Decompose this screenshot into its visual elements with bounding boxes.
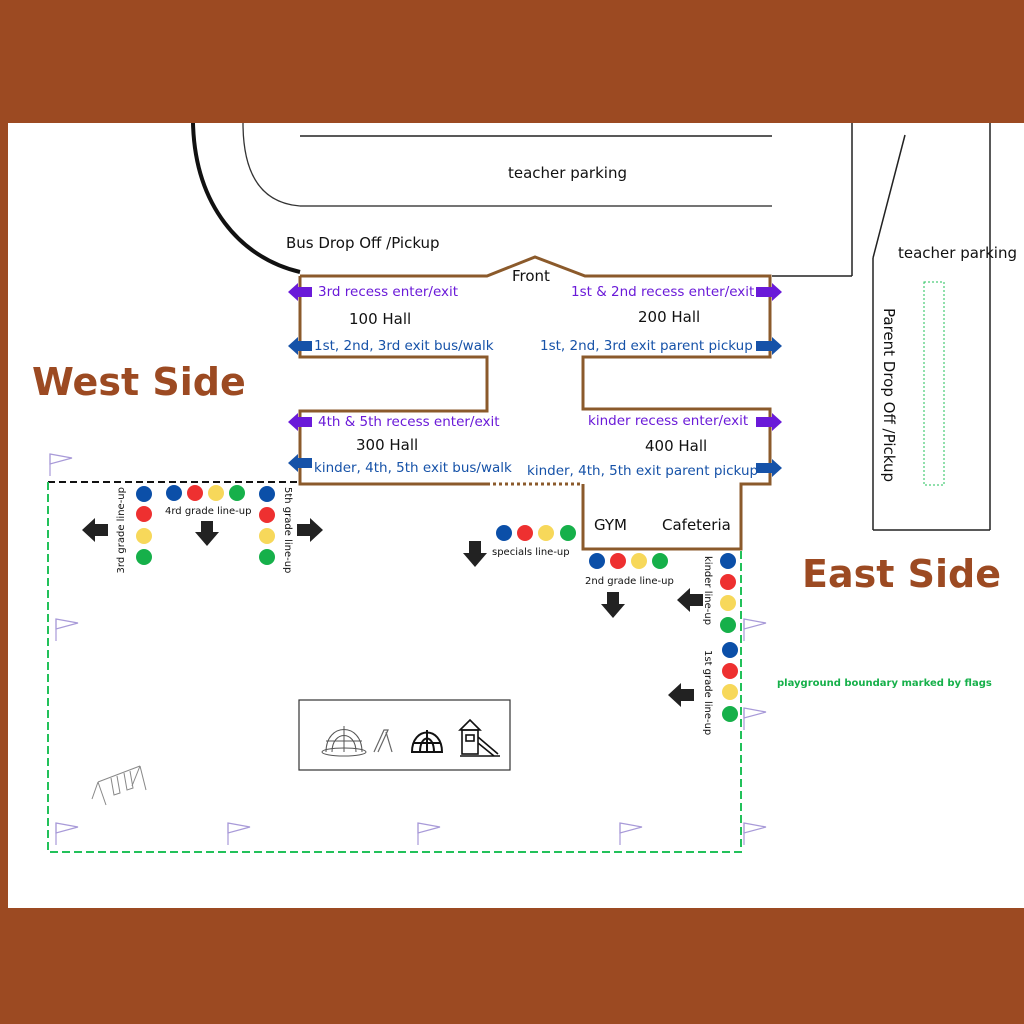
fourth-grade-lineup-label: 4rd grade line-up xyxy=(165,506,252,517)
playground-boundary xyxy=(47,482,742,853)
parent-drop-off-label: Parent Drop Off /Pickup xyxy=(880,308,898,482)
exit-parent-123-label: 1st, 2nd, 3rd exit parent pickup xyxy=(540,338,753,354)
exit-parent-k45-label: kinder, 4th, 5th exit parent pickup xyxy=(527,463,759,479)
right-arrow-icon xyxy=(756,459,782,477)
fifth-grade-dots xyxy=(259,486,275,565)
recess-4th-5th-label: 4th & 5th recess enter/exit xyxy=(318,414,500,430)
map-background xyxy=(8,123,1024,908)
building-outline-west xyxy=(298,276,489,486)
recess-3rd-label: 3rd recess enter/exit xyxy=(318,284,459,300)
left-arrow-icon xyxy=(288,454,312,472)
second-grade-lineup-label: 2nd grade line-up xyxy=(585,576,674,587)
specials-lineup-label: specials line-up xyxy=(492,547,570,558)
right-arrow-icon xyxy=(756,337,782,355)
down-arrow-icon xyxy=(463,541,487,567)
left-arrow-icon xyxy=(288,413,312,431)
left-arrow-icon xyxy=(668,683,694,707)
teacher-parking-label-right: teacher parking xyxy=(898,244,1017,262)
road-line-d xyxy=(872,134,906,259)
exit-bus-123-label: 1st, 2nd, 3rd exit bus/walk xyxy=(314,338,494,354)
first-grade-dots xyxy=(722,642,738,722)
hall-100-label: 100 Hall xyxy=(349,310,412,328)
specials-dots xyxy=(496,525,576,541)
gym-label: GYM xyxy=(594,516,627,534)
fourth-grade-dots xyxy=(166,485,245,501)
left-arrow-icon xyxy=(288,283,312,301)
hall-400-label: 400 Hall xyxy=(645,437,708,455)
right-arrow-icon xyxy=(297,518,323,542)
left-arrow-icon xyxy=(677,588,703,612)
right-arrow-icon xyxy=(756,283,782,301)
parent-dropoff-lane xyxy=(923,281,945,486)
down-arrow-icon xyxy=(601,592,625,618)
bus-drop-off-label: Bus Drop Off /Pickup xyxy=(286,234,440,252)
second-grade-dots xyxy=(589,553,668,569)
slide-icon xyxy=(373,729,393,753)
dome-climber-icon xyxy=(321,726,367,757)
left-arrow-icon xyxy=(82,518,108,542)
kinder-lineup-label: kinder line-up xyxy=(702,556,713,626)
building-outline-east xyxy=(300,255,772,551)
bus-loop-inner xyxy=(242,122,301,207)
teacher-parking-label-top: teacher parking xyxy=(508,164,627,182)
cafeteria-label: Cafeteria xyxy=(662,516,731,534)
east-side-label: East Side xyxy=(802,552,1001,596)
right-arrow-icon xyxy=(756,413,782,431)
playground-equipment-box xyxy=(298,699,511,771)
boundary-note-label: playground boundary marked by flags xyxy=(777,678,992,689)
front-label: Front xyxy=(512,267,550,285)
down-arrow-icon xyxy=(195,521,219,546)
bus-loop-outer xyxy=(191,122,301,274)
geodome-icon xyxy=(410,730,444,753)
left-arrow-icon xyxy=(288,337,312,355)
third-grade-lineup-label: 3rd grade line-up xyxy=(116,487,127,574)
hall-300-label: 300 Hall xyxy=(356,436,419,454)
west-side-label: West Side xyxy=(32,360,246,404)
fifth-grade-lineup-label: 5th grade line-up xyxy=(282,487,293,574)
third-grade-dots xyxy=(136,486,152,565)
hall-200-label: 200 Hall xyxy=(638,308,701,326)
kinder-dots xyxy=(720,553,736,633)
first-grade-lineup-label: 1st grade line-up xyxy=(702,650,713,736)
play-structure-icon xyxy=(458,718,500,757)
recess-kinder-label: kinder recess enter/exit xyxy=(588,413,749,429)
exit-bus-k45-label: kinder, 4th, 5th exit bus/walk xyxy=(314,460,512,476)
swing-set-icon xyxy=(91,765,147,806)
recess-1st-2nd-label: 1st & 2nd recess enter/exit xyxy=(571,284,755,300)
